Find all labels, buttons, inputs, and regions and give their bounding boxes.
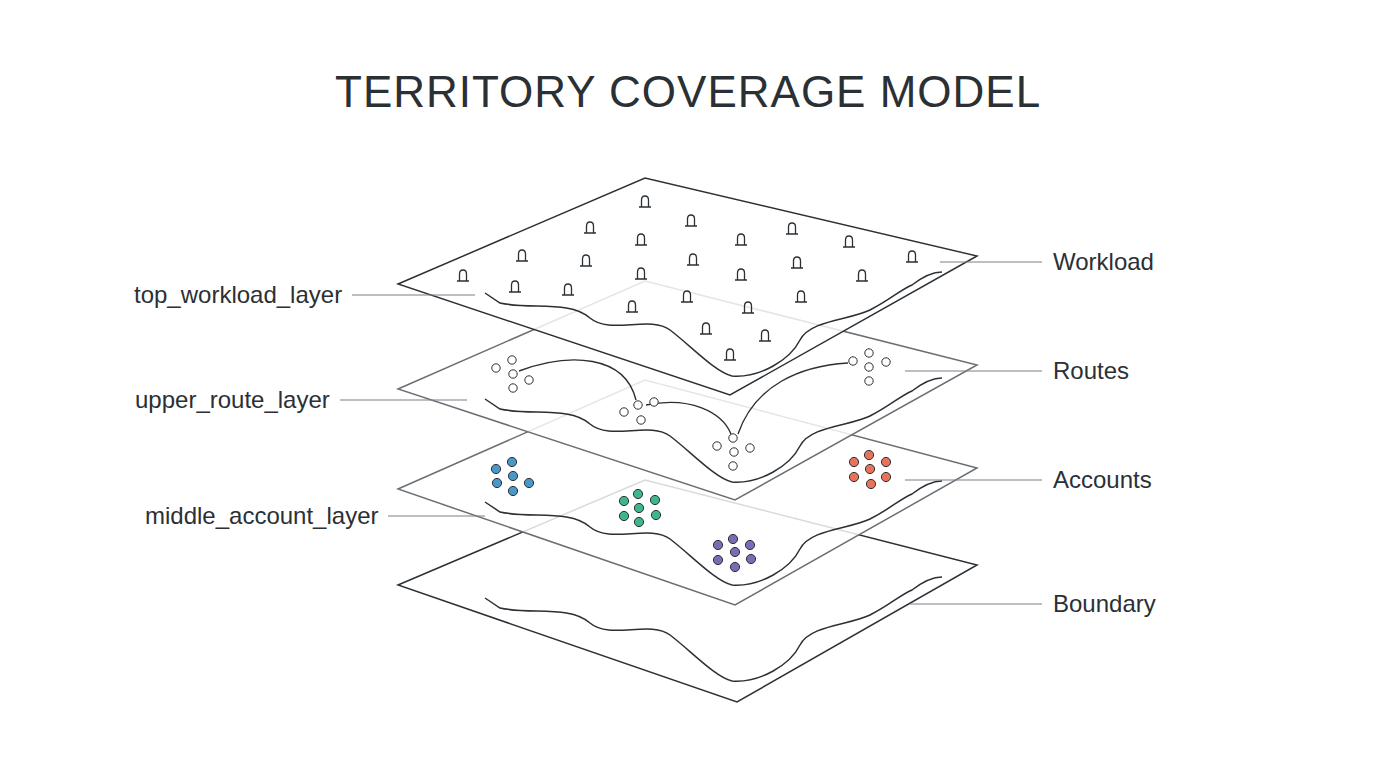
layer-name: middle_account_layer xyxy=(145,503,378,529)
diagram-title: TERRITORY COVERAGE MODEL xyxy=(335,68,1041,116)
layer-caption: Accounts xyxy=(1053,467,1152,493)
account-cluster xyxy=(491,457,533,495)
workload-marker xyxy=(457,196,918,360)
account-cluster xyxy=(849,450,890,488)
layer-name: upper_route_layer xyxy=(135,387,330,413)
account-cluster xyxy=(713,534,755,571)
leader-line xyxy=(340,262,1042,604)
layer-caption: Boundary xyxy=(1053,591,1156,617)
account-cluster xyxy=(619,489,660,526)
layer-name: top_workload_layer xyxy=(134,282,342,308)
layer-caption: Routes xyxy=(1053,358,1129,384)
workload-layer xyxy=(398,178,977,395)
layer-caption: Workload xyxy=(1053,249,1154,275)
